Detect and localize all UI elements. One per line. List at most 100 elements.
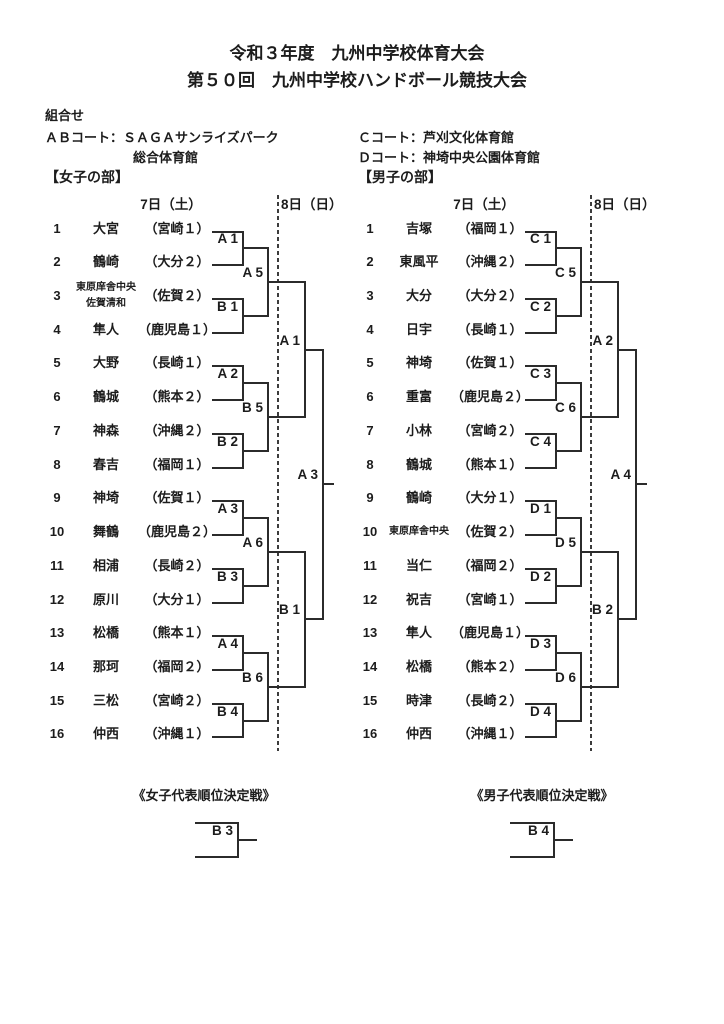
playoff-top-line: [195, 822, 237, 824]
match-label: A 2: [217, 366, 238, 382]
team-line: [212, 534, 242, 537]
final-tail-line: [322, 483, 334, 486]
match-label: C 5: [554, 265, 576, 281]
match-label: C 1: [529, 231, 551, 247]
round1-winner-line: [555, 652, 580, 655]
team-name: 日宇: [405, 321, 432, 337]
final-tail-line: [635, 483, 647, 486]
team-seed: （長崎１）: [457, 321, 523, 337]
page-title-line1: 令和３年度 九州中学校体育大会: [229, 44, 485, 63]
team-line: [525, 736, 555, 739]
team-name: 吉塚: [405, 220, 432, 236]
match-label: A 4: [610, 467, 631, 483]
team-seed: （大分１）: [144, 591, 210, 607]
court-d-venue: Ｄコート：神埼中央公園体育館: [358, 150, 541, 165]
team-seed: （福岡１）: [144, 456, 210, 472]
schedule-divider: [277, 195, 279, 751]
court-c-venue: Ｃコート：芦刈文化体育館: [358, 130, 515, 145]
team-name: 那珂: [92, 658, 119, 674]
team-line: [212, 297, 242, 300]
team-seed: （沖縄１）: [144, 726, 210, 742]
team-line: [525, 331, 555, 334]
team-line: [212, 736, 242, 739]
team-seed: （宮崎２）: [144, 692, 210, 708]
match-label: B 1: [216, 298, 238, 314]
round1-winner-line: [555, 517, 580, 520]
playoff-top-line: [510, 822, 553, 824]
playoff-bottom-line: [510, 856, 553, 858]
team-line: [525, 466, 555, 469]
team-line: [212, 500, 242, 503]
day2-header: 8日（日）: [594, 197, 656, 212]
semifinal-winner-line: [617, 348, 635, 351]
match-label: B 2: [591, 602, 613, 618]
round1-winner-line: [242, 652, 267, 655]
team-line: [212, 432, 242, 435]
match-label: A 3: [217, 501, 238, 517]
team-number: 15: [49, 692, 65, 708]
team-seed: （鹿児島１）: [137, 321, 216, 337]
team-line: [212, 365, 242, 368]
team-seed: （福岡１）: [457, 220, 523, 236]
team-seed: （佐賀２）: [457, 524, 523, 540]
match-label: A 1: [279, 332, 300, 348]
team-line: [525, 567, 555, 570]
team-seed: （宮崎１）: [457, 591, 523, 607]
team-name-secondary: 佐賀清和: [86, 297, 126, 309]
team-number: 12: [362, 591, 378, 607]
match-label: D 4: [529, 703, 551, 719]
team-name: 小林: [405, 422, 432, 438]
team-name: 時津: [405, 692, 432, 708]
match-label: B 3: [211, 823, 233, 838]
team-number: 4: [366, 321, 374, 337]
team-line: [525, 230, 555, 233]
page-title-line2: 第５０回 九州中学校ハンドボール競技大会: [187, 71, 527, 90]
team-number: 5: [366, 355, 374, 371]
team-name: 祝吉: [405, 591, 432, 607]
team-number: 3: [366, 287, 374, 303]
team-number: 10: [362, 524, 378, 540]
team-seed: （佐賀１）: [457, 355, 523, 371]
round1-winner-line: [242, 719, 267, 722]
team-seed: （沖縄２）: [144, 422, 210, 438]
team-name: 大宮: [92, 220, 119, 236]
team-line: [525, 601, 555, 604]
round2-winner-line: [580, 550, 617, 553]
team-seed: （熊本１）: [457, 456, 523, 472]
team-name: 春吉: [92, 456, 119, 472]
playoff-bottom-line: [195, 856, 237, 858]
section-label: 【男子の部】: [358, 169, 442, 185]
round1-winner-line: [242, 247, 267, 250]
match-label: B 3: [216, 568, 238, 584]
team-line: [525, 500, 555, 503]
team-line: [525, 668, 555, 671]
team-name: 大分: [405, 287, 432, 303]
team-name: 神埼: [92, 490, 119, 506]
team-seed: （沖縄２）: [457, 254, 523, 270]
team-name: 神埼: [405, 355, 432, 371]
match-label: C 4: [529, 433, 551, 449]
match-label: B 6: [241, 669, 263, 685]
match-label: D 3: [529, 636, 551, 652]
team-number: 16: [362, 726, 378, 742]
round2-winner-line: [267, 685, 304, 688]
round1-winner-line: [555, 382, 580, 385]
playoff-title: 《男子代表順位決定戦》: [470, 788, 614, 803]
team-name: 鶴崎: [405, 490, 432, 506]
team-number: 12: [49, 591, 65, 607]
team-seed: （宮崎２）: [457, 422, 523, 438]
team-seed: （宮崎１）: [144, 220, 210, 236]
team-seed: （佐賀１）: [144, 490, 210, 506]
team-line: [212, 399, 242, 402]
team-number: 14: [362, 658, 378, 674]
team-name: 東原庠舎中央: [389, 526, 449, 538]
team-seed: （鹿児島１）: [450, 625, 529, 641]
match-label: C 6: [554, 400, 576, 415]
team-line: [212, 230, 242, 233]
team-name: 原川: [92, 591, 119, 607]
team-seed: （沖縄１）: [457, 726, 523, 742]
playoff-tail-line: [553, 839, 573, 841]
team-line: [525, 264, 555, 267]
match-label: D 6: [554, 669, 576, 685]
schedule-divider: [590, 195, 592, 751]
